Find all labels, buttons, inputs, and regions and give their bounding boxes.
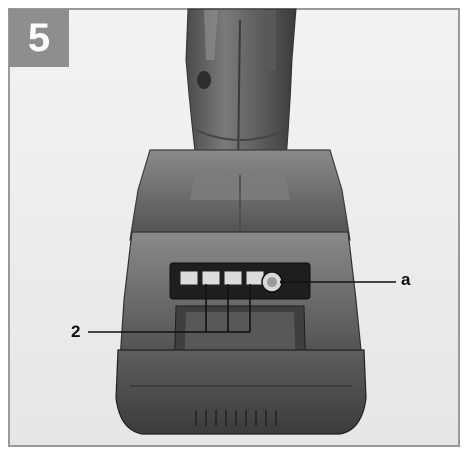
callout-leader-2 [88,284,251,333]
callout-label-2: 2 [71,322,81,341]
callout-label-a: a [401,270,411,289]
figure-number-badge: 5 [9,9,69,67]
